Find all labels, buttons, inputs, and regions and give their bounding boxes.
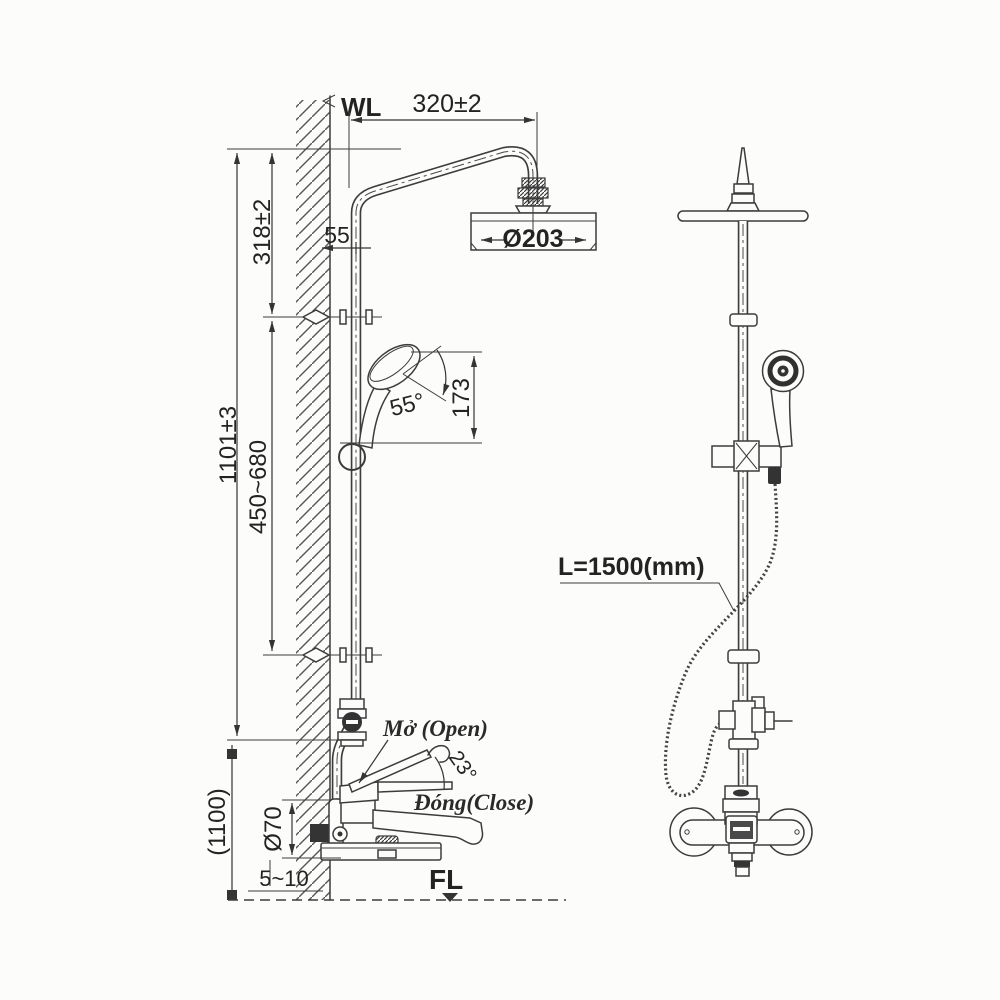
dim-handshower-angle: 55°: [387, 387, 427, 421]
front-view: Ø203 55° 173: [204, 90, 597, 902]
hand-shower-front: 55°: [338, 343, 450, 471]
dim-wall-offset-group: 55: [322, 222, 371, 254]
mixer-side: [310, 744, 484, 861]
hose-leader: [560, 582, 735, 612]
holder-right: [756, 445, 782, 468]
slider-ring: [338, 443, 366, 471]
shower-hose: [663, 483, 779, 798]
floor-level-symbol: [442, 893, 458, 902]
hose-connector: [768, 467, 781, 484]
dim-wall-offset: 55: [324, 222, 350, 248]
lever-open-curl: [427, 744, 451, 763]
dim-escutcheon-group: Ø70: [260, 799, 341, 859]
lower-wall-bracket: [263, 647, 382, 663]
lever-angle-arc: [434, 756, 445, 790]
spout: [372, 809, 484, 845]
wall-section: [296, 94, 336, 901]
overhead-shower-edge: [677, 210, 809, 222]
open-label: Mở (Open): [382, 716, 488, 741]
hand-shower-head: [367, 343, 421, 391]
wall-label: WL: [341, 92, 382, 122]
dim-mixer-height: (1100): [204, 788, 231, 856]
dim-head-diameter: Ø203: [502, 225, 563, 253]
lever-closed: [377, 781, 453, 793]
dim-floor-gap: 5~10: [259, 866, 309, 891]
wall-hatch: [296, 100, 330, 900]
floor-area: 5~10 FL: [228, 860, 566, 902]
mixer-outlet: [735, 866, 750, 877]
arm-head-on: [725, 147, 761, 212]
close-label: Đóng(Close): [413, 790, 534, 815]
wall-break-mark: [321, 94, 336, 108]
open-leader: [358, 739, 389, 784]
annotations: Mở (Open) Đóng(Close) 23° WL: [341, 92, 534, 815]
hose-length-annotation: L=1500(mm): [558, 553, 735, 612]
mixer-front: [669, 785, 813, 877]
angle-arc: [436, 349, 450, 396]
dim-handshower-length: 173: [448, 378, 475, 418]
pipe-collar: [729, 313, 758, 327]
vertical-dimensions: 318±2 1101±3 450~680 (1100): [204, 148, 401, 900]
side-view: L=1500(mm): [558, 147, 813, 877]
hand-shower-handle: [358, 381, 392, 449]
upper-wall-bracket: [263, 309, 382, 325]
floor-label: FL: [429, 864, 463, 895]
pipe-joint: [727, 649, 760, 664]
dim-slider-range: 450~680: [245, 440, 272, 534]
dim-arm-drop: 318±2: [249, 199, 276, 266]
dim-handshower-length-group: 173: [340, 351, 482, 444]
diverter-front: [337, 698, 367, 747]
dim-arm-reach: 320±2: [412, 90, 481, 118]
hand-shower-side: [711, 349, 805, 484]
overhead-shower-side: Ø203: [470, 196, 597, 253]
hose-length-label: L=1500(mm): [558, 553, 705, 581]
hand-shower-handle-side: [770, 388, 793, 448]
dim-arm-reach-group: 320±2: [348, 90, 538, 200]
diverter-side: [718, 696, 793, 750]
dim-riser-height: 1101±3: [215, 406, 242, 484]
dim-escutcheon-diameter: Ø70: [260, 806, 287, 851]
lever-open: [348, 749, 433, 794]
side-riser: [727, 221, 760, 787]
wall-anchor: [310, 824, 330, 842]
